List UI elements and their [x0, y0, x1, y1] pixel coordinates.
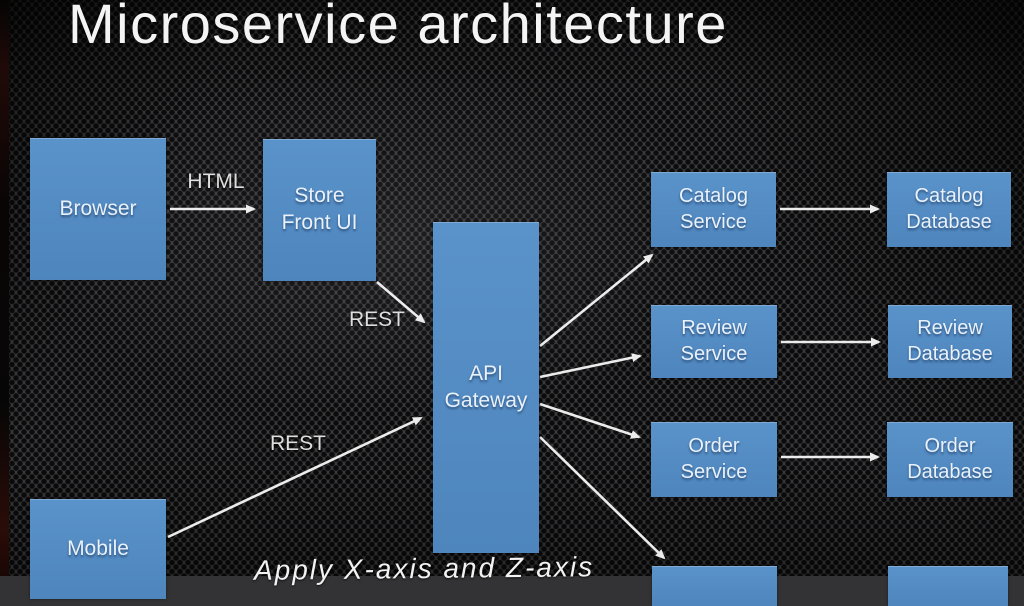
- node-order-database: Order Database: [887, 422, 1013, 497]
- node-catalog-database: Catalog Database: [887, 172, 1011, 247]
- node-cutoff-database: [888, 566, 1008, 606]
- node-browser: Browser: [30, 138, 166, 280]
- handwritten-annotation: Apply X-axis and Z-axis: [253, 551, 595, 586]
- arrow-gateway-to-catalog-service: [539, 253, 654, 348]
- node-store-front-ui: Store Front UI: [263, 139, 376, 281]
- node-cutoff-service: [652, 566, 777, 606]
- video-edge-artifact: [0, 0, 9, 576]
- node-review-database: Review Database: [888, 305, 1012, 378]
- node-api-gateway: API Gateway: [433, 222, 539, 553]
- node-review-service: Review Service: [651, 305, 777, 378]
- arrow-gateway-to-order-service: [539, 402, 641, 439]
- node-catalog-service: Catalog Service: [651, 172, 776, 247]
- edge-label-rest-mobile: REST: [269, 432, 326, 455]
- slide-title: Microservice architecture: [68, 0, 728, 55]
- edge-label-html: HTML: [187, 170, 245, 193]
- edge-label-rest-store: REST: [348, 308, 405, 331]
- arrow-gateway-to-cutoff-service: [539, 436, 666, 560]
- arrow-gateway-to-review-service: [539, 353, 642, 379]
- node-order-service: Order Service: [651, 422, 777, 497]
- node-mobile: Mobile: [30, 499, 166, 599]
